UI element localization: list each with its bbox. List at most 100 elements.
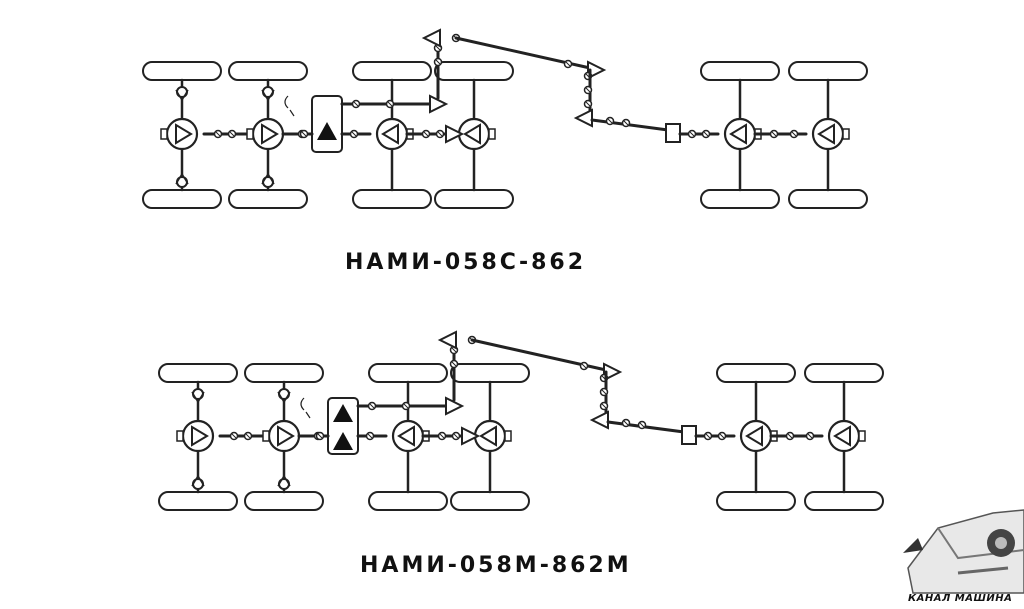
drive-arrow-icon (589, 410, 609, 430)
universal-joint-cross (771, 131, 777, 137)
differential-arrow-icon (833, 425, 851, 447)
wheel-outline (716, 363, 796, 383)
universal-joint-cross (639, 422, 645, 428)
universal-joint-cross (703, 131, 709, 137)
differential-flange (488, 128, 496, 140)
universal-joint-cross (215, 131, 221, 137)
universal-joint-cross (689, 131, 695, 137)
engine-mark (289, 109, 295, 117)
universal-joint-cross (369, 403, 375, 409)
differential-arrow-icon (817, 123, 835, 145)
drivetrain-diagram-058c (142, 28, 868, 209)
differential-arrow-icon (175, 123, 193, 145)
engine-mark (284, 95, 289, 109)
wheel-outline (788, 61, 868, 81)
wheel-outline (700, 61, 780, 81)
wheel-outline (352, 189, 432, 209)
universal-joint-cross (565, 61, 571, 67)
universal-joint-cross (437, 131, 443, 137)
differential-arrow-icon (397, 425, 415, 447)
wheel-outline (158, 363, 238, 383)
wheel-outline (158, 491, 238, 511)
universal-joint-cross (623, 120, 629, 126)
universal-joint-cross (601, 389, 607, 395)
universal-joint-cross (787, 433, 793, 439)
universal-joint-cross (705, 433, 711, 439)
diagram-caption-058m: НАМИ-058М-862М (360, 553, 632, 578)
wheel-outline (228, 189, 308, 209)
differential-arrow-icon (261, 123, 279, 145)
universal-joint-cross (423, 131, 429, 137)
wheel-outline (450, 363, 530, 383)
wheel-outline (142, 61, 222, 81)
engine-mark (300, 397, 305, 411)
universal-joint-cross (719, 433, 725, 439)
differential-arrow-icon (463, 123, 481, 145)
differential-arrow-icon (277, 425, 295, 447)
drive-arrow-icon (461, 426, 481, 446)
differential-flange (262, 430, 270, 442)
universal-joint-cross (367, 433, 373, 439)
wheel-outline (352, 61, 432, 81)
wheel-outline (450, 491, 530, 511)
engine-mark (305, 411, 311, 419)
universal-joint-cross (403, 403, 409, 409)
drive-arrow-icon (573, 108, 593, 128)
drivetrain-diagram-058m (158, 330, 884, 511)
universal-joint-cross (301, 131, 307, 137)
steering-joint-cap (175, 172, 189, 185)
rear-transfer-box (681, 425, 697, 445)
differential-flange (504, 430, 512, 442)
wheel-outline (716, 491, 796, 511)
universal-joint-cross (807, 433, 813, 439)
transfer-case-triangle-icon (317, 122, 337, 140)
universal-joint-cross (229, 131, 235, 137)
wheel-outline (434, 189, 514, 209)
universal-joint-cross (435, 59, 441, 65)
universal-joint-cross (607, 118, 613, 124)
universal-joint-cross (451, 361, 457, 367)
transfer-case-triangle-icon (333, 404, 353, 422)
steering-joint-cap (175, 89, 189, 102)
wheel-outline (804, 363, 884, 383)
universal-joint-cross (439, 433, 445, 439)
universal-joint-cross (353, 101, 359, 107)
universal-joint-cross (435, 45, 441, 51)
drive-arrow-icon (437, 330, 457, 350)
universal-joint-cross (581, 363, 587, 369)
drive-arrow-icon (587, 60, 607, 80)
wheel-outline (788, 189, 868, 209)
transfer-case-triangle-icon (333, 432, 353, 450)
steering-joint-cap (191, 391, 205, 404)
wheel-outline (804, 491, 884, 511)
differential-flange (176, 430, 184, 442)
steering-joint-cap (277, 474, 291, 487)
universal-joint-cross (585, 101, 591, 107)
drive-arrow-icon (429, 94, 449, 114)
wheel-outline (368, 363, 448, 383)
steering-joint-cap (191, 474, 205, 487)
differential-flange (246, 128, 254, 140)
wheel-outline (434, 61, 514, 81)
differential-arrow-icon (729, 123, 747, 145)
wheel-outline (700, 189, 780, 209)
drive-arrow-icon (445, 396, 465, 416)
channel-logo (903, 509, 1024, 594)
differential-flange (858, 430, 866, 442)
diagram-caption-058c: НАМИ-058С-862 (345, 250, 586, 275)
watermark-text: КАНАЛ МАШИНА (908, 593, 1013, 604)
differential-arrow-icon (745, 425, 763, 447)
differential-arrow-icon (479, 425, 497, 447)
universal-joint-cross (601, 403, 607, 409)
universal-joint-cross (317, 433, 323, 439)
differential-flange (842, 128, 850, 140)
wheel-outline (244, 491, 324, 511)
shaft (606, 420, 686, 434)
differential-arrow-icon (381, 123, 399, 145)
universal-joint-cross (231, 433, 237, 439)
shaft (590, 118, 670, 132)
universal-joint-cross (351, 131, 357, 137)
transfer-case (327, 397, 359, 455)
wheel-outline (368, 491, 448, 511)
